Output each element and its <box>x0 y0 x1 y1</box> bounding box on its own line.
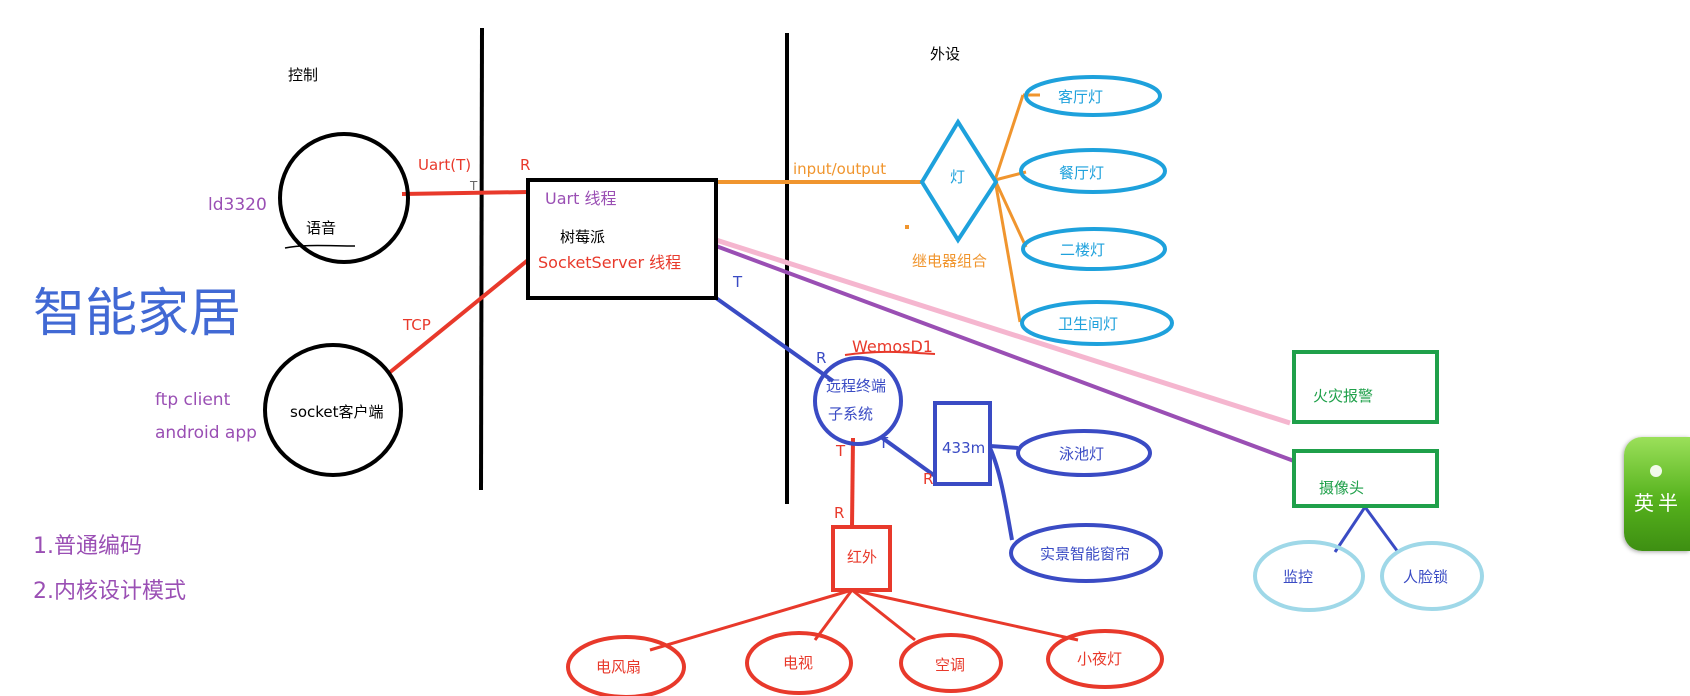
mode2-label: 2.内核设计模式 <box>33 579 186 604</box>
ac-node <box>899 633 1003 693</box>
mode1-label: 1.普通编码 <box>33 534 142 559</box>
relay-group-label: 继电器组合 <box>912 252 987 270</box>
r-ir-label: R <box>834 504 844 522</box>
cam-branch-monitor <box>1333 506 1367 553</box>
fire-link <box>715 237 1291 426</box>
page-title: 智能家居 <box>33 284 241 344</box>
ld3320-label: ld3320 <box>208 195 267 215</box>
wemos-underline <box>844 350 936 356</box>
relay-dot <box>905 225 909 229</box>
ir-link <box>850 437 855 528</box>
control-label: 控制 <box>288 66 318 84</box>
bathroom-light-label: 卫生间灯 <box>1058 315 1118 333</box>
camera-label: 摄像头 <box>1319 479 1364 497</box>
bathroom-light-node <box>1020 300 1174 346</box>
monitor-label: 监控 <box>1283 568 1313 586</box>
pool-light-node <box>1016 429 1152 477</box>
fan-label: 电风扇 <box>596 658 641 676</box>
camera-link <box>715 244 1295 463</box>
ir-branch-fan <box>649 588 853 652</box>
t-wemos-label: T <box>732 273 743 291</box>
socket-client-node <box>263 343 403 477</box>
living-room-light-node <box>1024 75 1162 117</box>
dining-room-light-node <box>1019 148 1167 194</box>
r-wemos-label: R <box>816 349 826 367</box>
link-433 <box>879 435 937 478</box>
curtain-link <box>988 447 1014 541</box>
branch-second <box>993 179 1028 248</box>
fan-node <box>566 635 686 696</box>
tv-node <box>745 631 853 695</box>
ir-branch-night <box>851 588 1079 642</box>
fire-alarm-box <box>1292 350 1439 424</box>
uart-link <box>401 190 529 196</box>
raspberry-label: 树莓派 <box>560 228 605 246</box>
remote-terminal-node <box>813 356 903 446</box>
face-lock-node <box>1380 541 1484 611</box>
smart-curtain-label: 实景智能窗帘 <box>1040 545 1130 563</box>
ac-label: 空调 <box>935 656 965 674</box>
r-433-label: R <box>923 470 933 488</box>
remote-terminal-line1: 远程终端 <box>826 377 886 395</box>
uart-thread-label: Uart 线程 <box>545 189 616 208</box>
raspberry-box <box>526 178 718 300</box>
ime-toolbar[interactable]: 英半 <box>1624 437 1690 551</box>
smart-curtain-node <box>1009 523 1163 583</box>
pool-light-label: 泳池灯 <box>1059 445 1104 463</box>
box-433-label: 433m <box>942 439 985 457</box>
box-433 <box>933 401 992 486</box>
tcp-link <box>387 258 530 375</box>
living-room-light-label: 客厅灯 <box>1058 88 1103 106</box>
ir-branch-tv <box>813 589 854 641</box>
monitor-node <box>1253 540 1365 612</box>
separator-left <box>479 27 484 491</box>
t-433-label: T <box>878 434 889 452</box>
socket-client-label: socket客户端 <box>290 403 384 421</box>
tv-label: 电视 <box>783 654 813 672</box>
ftp-client-label: ftp client <box>155 390 231 410</box>
r1-label: R <box>520 156 530 174</box>
wemos-link <box>714 296 835 383</box>
camera-box <box>1292 449 1439 508</box>
branch-bath <box>993 179 1022 323</box>
t-ir-label: T <box>835 442 846 460</box>
night-light-label: 小夜灯 <box>1077 650 1122 668</box>
infrared-label: 红外 <box>847 548 877 566</box>
lamp-diamond <box>919 118 999 244</box>
voice-underline <box>284 244 356 249</box>
tcp-label: TCP <box>402 316 431 334</box>
face-lock-label: 人脸锁 <box>1403 568 1448 586</box>
second-floor-light-label: 二楼灯 <box>1060 241 1105 259</box>
remote-terminal-line2: 子系统 <box>828 405 873 423</box>
second-floor-light-node <box>1021 227 1167 271</box>
night-light-node <box>1046 629 1164 689</box>
ime-mode-text: 英半 <box>1634 491 1682 515</box>
ir-branch-ac <box>851 588 916 642</box>
voice-label: 语音 <box>306 219 336 237</box>
t-small-label: T <box>469 179 478 193</box>
input-output-label: input/output <box>793 160 886 178</box>
socketserver-thread-label: SocketServer 线程 <box>538 253 681 272</box>
voice-node <box>278 132 410 264</box>
wemos-label: WemosD1 <box>852 337 933 356</box>
fire-alarm-label: 火灾报警 <box>1313 387 1373 405</box>
branch-living <box>993 94 1025 181</box>
lamp-label: 灯 <box>950 168 965 186</box>
infrared-box <box>831 525 892 592</box>
peripheral-label: 外设 <box>930 45 960 63</box>
uart-t-label: Uart(T) <box>418 156 471 174</box>
pool-link <box>989 444 1019 450</box>
android-app-label: android app <box>155 423 257 443</box>
ime-dot-icon <box>1650 465 1662 477</box>
dining-room-light-label: 餐厅灯 <box>1059 164 1104 182</box>
cam-branch-face <box>1363 506 1400 553</box>
